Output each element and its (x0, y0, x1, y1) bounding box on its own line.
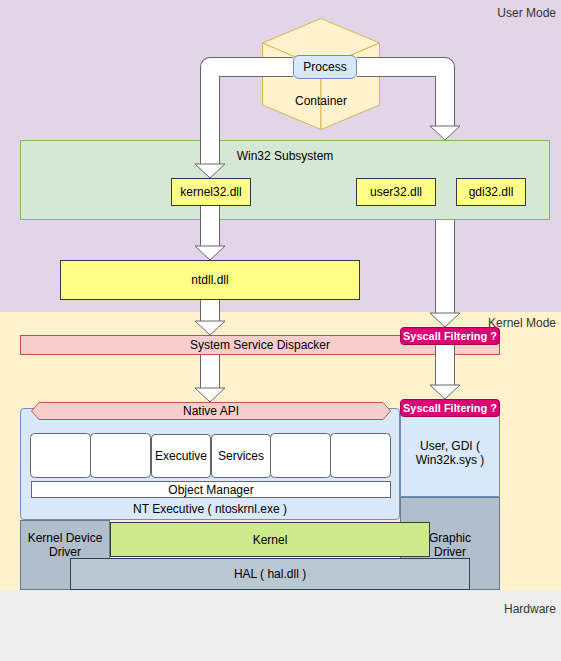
arrow-shaft (201, 206, 219, 246)
connector-arrow (195, 300, 225, 335)
subsystem-group: Win32 Subsystem kernel32.dll user32.dll gdi… (20, 140, 550, 220)
node-label: User, GDI ( Win32k.sys ) (405, 439, 495, 467)
hal-box: HAL ( hal.dll ) (70, 558, 470, 590)
node-label: Executive (155, 449, 207, 463)
arrow-shaft (201, 300, 219, 321)
node-label: gdi32.dll (469, 185, 514, 199)
win32k-box: User, GDI ( Win32k.sys ) (400, 408, 500, 497)
dll-box: gdi32.dll (456, 178, 526, 206)
empty-module-box (91, 434, 151, 478)
arrow-shaft-outline (210, 67, 293, 164)
arrow-shaft (436, 345, 454, 385)
connector-arrow (430, 345, 460, 399)
node-label: Process (303, 60, 346, 74)
arrow-shaft-outline (200, 355, 220, 388)
mode-band: Hardware (0, 590, 561, 661)
dll-box: kernel32.dll (171, 178, 251, 206)
module-box: Executive (151, 434, 211, 478)
node-label: user32.dll (370, 185, 422, 199)
dll-box: ntdll.dll (60, 260, 360, 300)
arrow-head (195, 388, 225, 402)
filter-badge: Syscall Filtering ? (400, 399, 500, 417)
node-label: Hardware (504, 602, 556, 616)
mode-band: User ModeContainer ProcessWin32 Subsystem… (0, 0, 561, 312)
node-label: HAL ( hal.dll ) (234, 567, 306, 581)
node-label: Kernel (253, 533, 288, 547)
node-label: Syscall Filtering ? (403, 329, 497, 343)
node-label: Native API (183, 404, 239, 418)
node-label: kernel32.dll (180, 185, 241, 199)
node-label: System Service Dispacker (190, 338, 330, 352)
arrow-head (430, 313, 460, 327)
arrow-shaft-outline (200, 300, 220, 321)
arrow-head (430, 126, 460, 140)
arrow-shaft (357, 67, 445, 126)
node-label: Services (218, 449, 264, 463)
arrow-shaft (436, 220, 454, 313)
executive-box: NT Executive ( ntoskrnl.exe )Native APIE… (20, 408, 400, 520)
connector-arrow (195, 206, 225, 260)
arrow-shaft-outline (435, 345, 455, 385)
empty-module-box (331, 434, 391, 478)
node-label: Syscall Filtering ? (403, 401, 497, 415)
arrow-head (430, 385, 460, 399)
arrow-head (195, 164, 225, 178)
dll-box: user32.dll (356, 178, 436, 206)
node-label: Kernel Device Driver (21, 531, 109, 559)
connector-arrow (357, 67, 460, 140)
empty-module-box (31, 434, 91, 478)
api-hexagon: Native API (31, 402, 391, 420)
arrow-shaft (201, 355, 219, 388)
container-cube: Container Process (262, 18, 380, 130)
node-label: Object Manager (168, 483, 253, 497)
node-label: User Mode (497, 6, 556, 20)
arrow-shaft-outline (200, 206, 220, 246)
mode-band: Kernel ModeSystem Service DispackerSysca… (0, 312, 561, 590)
node-label: Win32 Subsystem (237, 149, 334, 163)
arrow-shaft-outline (435, 220, 455, 313)
empty-module-box (271, 434, 331, 478)
arrow-head (195, 246, 225, 260)
process-box: Process (293, 55, 357, 79)
arrow-shaft-outline (357, 67, 445, 126)
connector-arrow (430, 220, 460, 327)
filter-badge: Syscall Filtering ? (400, 327, 500, 345)
connector-arrow (195, 67, 293, 178)
arrow-shaft (210, 67, 293, 164)
connector-arrow (195, 355, 225, 402)
node-label: Container (295, 94, 347, 108)
arrow-head (195, 321, 225, 335)
api-hexagon-face (32, 403, 391, 420)
manager-bar: Object Manager (31, 481, 391, 498)
node-label: NT Executive ( ntoskrnl.exe ) (133, 502, 287, 516)
module-box: Services (211, 434, 271, 478)
node-label: ntdll.dll (191, 273, 228, 287)
kernel-box: Kernel (110, 522, 430, 557)
